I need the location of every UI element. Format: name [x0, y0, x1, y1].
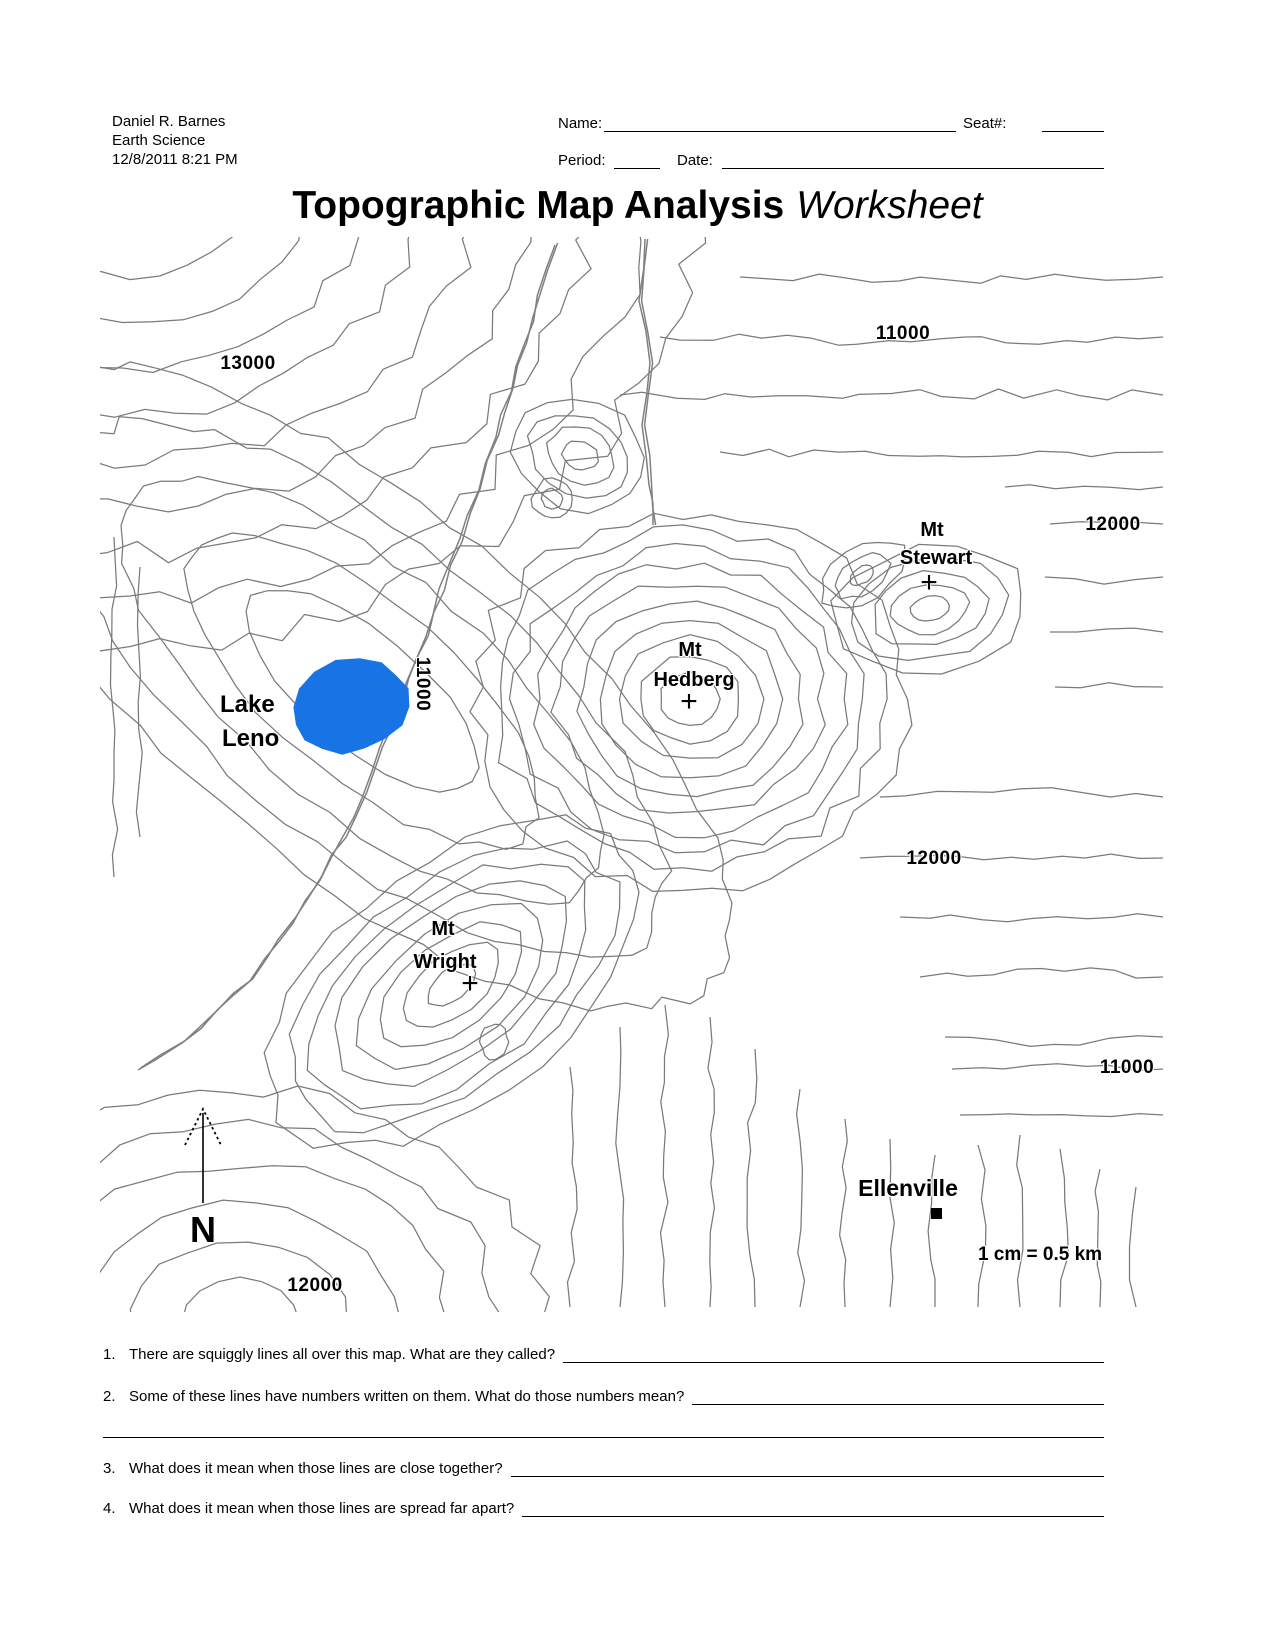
map-scale-label: 1 cm = 0.5 km	[977, 1244, 1103, 1265]
author-name: Daniel R. Barnes	[112, 113, 226, 130]
lake-leno-label-line2: Leno	[222, 725, 280, 752]
ellenville-label: Ellenville	[858, 1175, 958, 1201]
mt-stewart-peak-marker: +	[920, 566, 938, 599]
date-blank[interactable]	[722, 152, 1104, 169]
mt-stewart-label-line1: Mt	[920, 519, 944, 541]
question-1-number: 1.	[103, 1346, 116, 1363]
question-1-answer-blank[interactable]	[563, 1348, 1104, 1363]
question-1: 1. There are squiggly lines all over thi…	[103, 1346, 1104, 1363]
elevation-label-12000-right: 12000	[1085, 514, 1141, 535]
date-label: Date:	[677, 152, 713, 169]
mt-hedberg-label-line1: Mt	[678, 639, 702, 661]
elevation-label-12000-bottom: 12000	[287, 1275, 343, 1296]
elevation-label-11000-lake-contour: 11000	[412, 656, 433, 712]
page-title: Topographic Map Analysis Worksheet	[0, 184, 1275, 228]
question-2-number: 2.	[103, 1388, 116, 1405]
north-label: N	[190, 1209, 216, 1250]
lake-leno-label-line1: Lake	[220, 691, 275, 718]
elevation-label-11000-top: 11000	[875, 323, 931, 344]
elevation-label-13000: 13000	[220, 353, 276, 374]
mt-hedberg-label-line2: Hedberg	[653, 669, 735, 691]
seat-label: Seat#:	[963, 115, 1007, 132]
question-3-number: 3.	[103, 1460, 116, 1477]
question-2-answer-blank[interactable]	[692, 1390, 1104, 1405]
question-4-number: 4.	[103, 1500, 116, 1517]
lake-leno-water	[293, 658, 410, 755]
page-title-main: Topographic Map Analysis	[292, 184, 785, 227]
elevation-label-11000-right: 11000	[1099, 1057, 1155, 1078]
contour-lines-svg	[100, 237, 1164, 1312]
mt-wright-label-line2: Wright	[413, 951, 477, 973]
question-2-text: Some of these lines have numbers written…	[129, 1388, 685, 1405]
period-label: Period:	[558, 152, 606, 169]
name-blank[interactable]	[604, 115, 956, 132]
question-2-answer-blank-continued[interactable]	[103, 1420, 1104, 1438]
print-datetime: 12/8/2011 8:21 PM	[112, 151, 238, 168]
question-3-text: What does it mean when those lines are c…	[129, 1460, 503, 1477]
north-arrow	[184, 1106, 222, 1203]
question-4-text: What does it mean when those lines are s…	[129, 1500, 515, 1517]
course-name: Earth Science	[112, 132, 206, 149]
question-1-text: There are squiggly lines all over this m…	[129, 1346, 556, 1363]
question-2: 2. Some of these lines have numbers writ…	[103, 1388, 1104, 1405]
mt-hedberg-peak-marker: +	[680, 685, 698, 718]
elevation-label-12000-mid: 12000	[906, 848, 962, 869]
seat-blank[interactable]	[1042, 115, 1104, 132]
page-title-suffix: Worksheet	[796, 184, 983, 227]
ellenville-town-marker	[931, 1208, 942, 1219]
question-3-answer-blank[interactable]	[510, 1462, 1104, 1477]
question-4: 4. What does it mean when those lines ar…	[103, 1500, 1104, 1517]
period-blank[interactable]	[614, 152, 660, 169]
question-4-answer-blank[interactable]	[522, 1502, 1104, 1517]
question-3: 3. What does it mean when those lines ar…	[103, 1460, 1104, 1477]
topographic-map: 13000 11000 12000 12000 11000 12000 1100…	[100, 237, 1170, 1312]
mt-wright-peak-marker: +	[461, 967, 479, 1000]
mt-wright-label-line1: Mt	[431, 918, 455, 940]
name-label: Name:	[558, 115, 603, 132]
mt-stewart-label-line2: Stewart	[899, 547, 973, 569]
author-block: Daniel R. Barnes Earth Science 12/8/2011…	[112, 112, 238, 169]
